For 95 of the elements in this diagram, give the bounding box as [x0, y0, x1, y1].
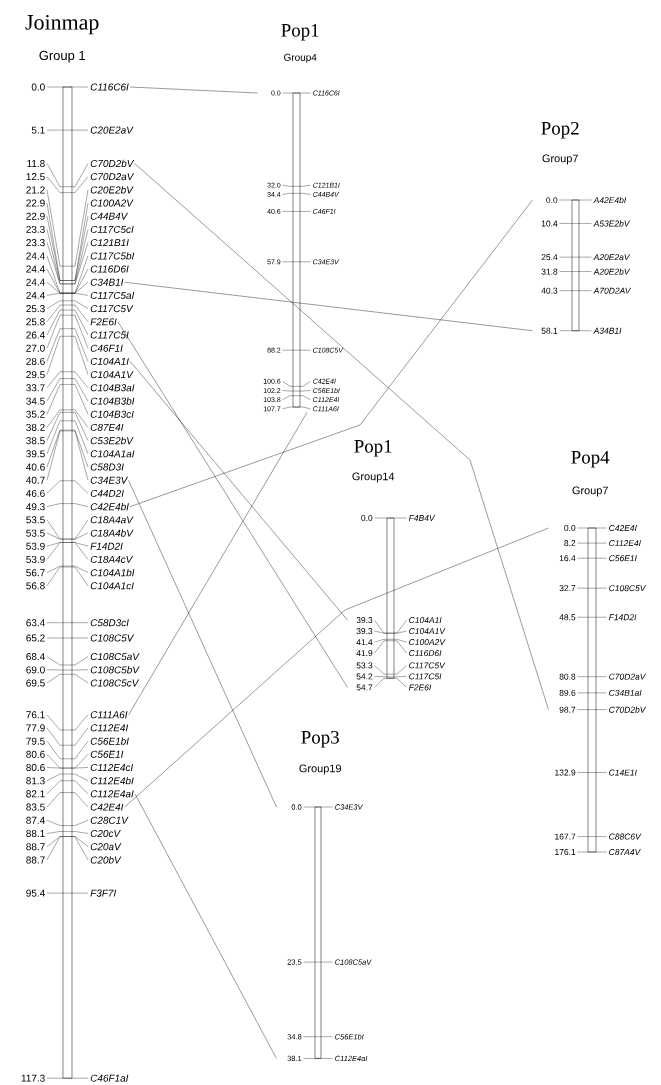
- marker-label: 49.3 C42E4bI: [26, 502, 129, 511]
- marker-label: 35.2 C104B3cI: [26, 410, 134, 418]
- marker-label: 79.5 C56E1bI: [26, 737, 129, 745]
- marker-label: 54.2 C117C5I: [356, 673, 442, 680]
- marker-label: 53.5 C18A4aV: [26, 516, 134, 524]
- marker-label: 132.9 C14E1I: [555, 769, 637, 776]
- marker-label: 77.9 C112E4I: [26, 724, 129, 732]
- marker-label: 0.0 F4B4V: [361, 515, 436, 521]
- marker-label: 23.3 C117C5cI: [26, 225, 134, 233]
- connector-line: [129, 199, 533, 507]
- marker-label: 63.4 C58D3cI: [26, 619, 129, 627]
- marker-label: 80.6 C56E1I: [26, 750, 124, 758]
- marker-label: 40.7 C34E3V: [26, 476, 129, 484]
- connector-line: [128, 480, 277, 808]
- connector-line: [129, 361, 348, 621]
- marker-label: 58.1 A34B1I: [541, 327, 622, 334]
- linkage-group: Pop1 Group4: [281, 24, 319, 63]
- marker-label: 39.3 C104A1I: [356, 617, 442, 624]
- marker-label: 80.6 C112E4cI: [26, 763, 134, 771]
- marker-label: 39.3 C104A1V: [356, 628, 446, 635]
- marker-label: 65.2 C108C5V: [26, 634, 135, 642]
- marker-label: 38.2 C87E4I: [26, 423, 124, 431]
- marker-label: 21.2 C20E2bV: [26, 186, 134, 194]
- marker-label: 26.4 C117C5I: [26, 331, 129, 339]
- marker-label: 88.7 C20aV: [26, 843, 122, 851]
- marker-label: 81.3 C112E4bI: [26, 777, 134, 785]
- marker-label: 12.5 C70D2aV: [26, 173, 135, 181]
- marker-label: 22.9 C44B4V: [26, 212, 129, 220]
- marker-label: 88.7 C20bV: [26, 856, 122, 864]
- marker-label: 54.7 F2E6I: [356, 684, 432, 691]
- marker-label: 40.3 A70D2AV: [541, 287, 632, 294]
- marker-label: 53.9 F14D2I: [26, 542, 123, 550]
- marker-label: 5.1 C20E2aV: [31, 126, 134, 134]
- marker-label: 39.5 C104A1aI: [26, 450, 135, 458]
- marker-label: 0.0 C42E4I: [564, 525, 637, 531]
- marker-label: 29.5 C104A1V: [26, 371, 134, 379]
- marker-label: 48.5 F14D2I: [559, 614, 637, 621]
- connector-line: [134, 163, 549, 710]
- linkage-group: Pop4 Group7: [571, 451, 610, 497]
- marker-label: 56.8 C104A1cI: [26, 582, 134, 590]
- marker-label: 87.4 C28C1V: [26, 816, 129, 824]
- marker-label: 34.5 C104B3bI: [26, 397, 135, 405]
- marker-label: 28.6 C104A1I: [26, 357, 129, 365]
- marker-label: 0.0 A42E4bI: [546, 196, 627, 204]
- marker-label: 68.4 C108C5aV: [26, 653, 140, 661]
- marker-label: 24.4 C117C5aI: [26, 291, 135, 299]
- marker-label: 167.7 C88C6V: [555, 833, 642, 840]
- marker-label: 25.3 C117C5V: [26, 305, 134, 313]
- marker-label: 27.0 C46F1I: [26, 344, 123, 352]
- marker-label: 25.4 A20E2aV: [541, 254, 631, 261]
- connector-line: [124, 527, 549, 808]
- marker-label: 40.6 C58D3I: [26, 463, 124, 471]
- marker-label: 16.4 C56E1I: [559, 555, 637, 562]
- marker-label: 24.4 C34B1I: [26, 278, 124, 286]
- connector-line: [124, 282, 533, 331]
- marker-label: 38.5 C53E2bV: [26, 436, 134, 445]
- marker-label: 98.7 C70D2bV: [559, 706, 647, 713]
- marker-label: 46.6 C44D2I: [26, 489, 124, 497]
- marker-label: 53.3 C117C5V: [356, 662, 446, 669]
- connector-line: [134, 793, 277, 1059]
- connector-line: [128, 412, 308, 715]
- marker-label: 53.5 C18A4bV: [26, 529, 134, 537]
- marker-label: 22.9 C100A2V: [26, 199, 134, 207]
- linkage-group: Pop2 Group7: [541, 121, 579, 165]
- marker-label: 95.4 F3F7I: [26, 889, 117, 897]
- marker-label: 41.4 C100A2V: [356, 639, 446, 646]
- marker-label: 117.3 C46F1aI: [21, 1074, 129, 1082]
- marker-label: 32.7 C108C5V: [559, 585, 647, 592]
- marker-label: 41.9 C116D6I: [356, 650, 442, 657]
- marker-label: 53.9 C18A4cV: [26, 555, 134, 563]
- marker-label: 11.8 C70D2bV: [27, 159, 135, 168]
- marker-label: 82.1 C112E4aI: [26, 790, 134, 798]
- marker-label: 76.1 C111A6I: [26, 711, 128, 719]
- marker-label: 24.4 C116D6I: [26, 265, 129, 273]
- marker-label: 88.1 C20cV: [26, 829, 121, 837]
- marker-label: 23.3 C121B1I: [26, 239, 129, 247]
- linkage-group: Pop1 Group14: [352, 440, 395, 483]
- marker-label: 56.7 C104A1bI: [26, 568, 135, 577]
- marker-label: 24.4 C117C5bI: [26, 252, 135, 260]
- marker-label: 31.8 A20E2bV: [541, 268, 631, 275]
- marker-label: 8.2 C112E4I: [564, 540, 641, 547]
- marker-label: 176.1 C87A4V: [555, 849, 641, 855]
- marker-label: 83.5 C42E4I: [26, 803, 124, 811]
- marker-label: 25.8 F2E6I: [26, 318, 117, 326]
- marker-label: 69.0 C108C5bV: [26, 666, 140, 674]
- marker-label: 69.5 C108C5cV: [26, 679, 140, 687]
- linkage-group: Joinmap Group 1: [25, 14, 99, 63]
- connector-line: [129, 86, 258, 94]
- marker-label: 10.4 A53E2bV: [541, 220, 631, 227]
- marker-label: 80.8 C70D2aV: [559, 673, 647, 680]
- marker-label: 0.0 C116C6I: [31, 83, 129, 91]
- marker-label: 33.7 C104B3aI: [26, 384, 135, 392]
- marker-label: 89.6 C34B1aI: [559, 689, 642, 696]
- linkage-group: Pop3 Group19: [299, 730, 341, 775]
- connector-line: [117, 321, 348, 688]
